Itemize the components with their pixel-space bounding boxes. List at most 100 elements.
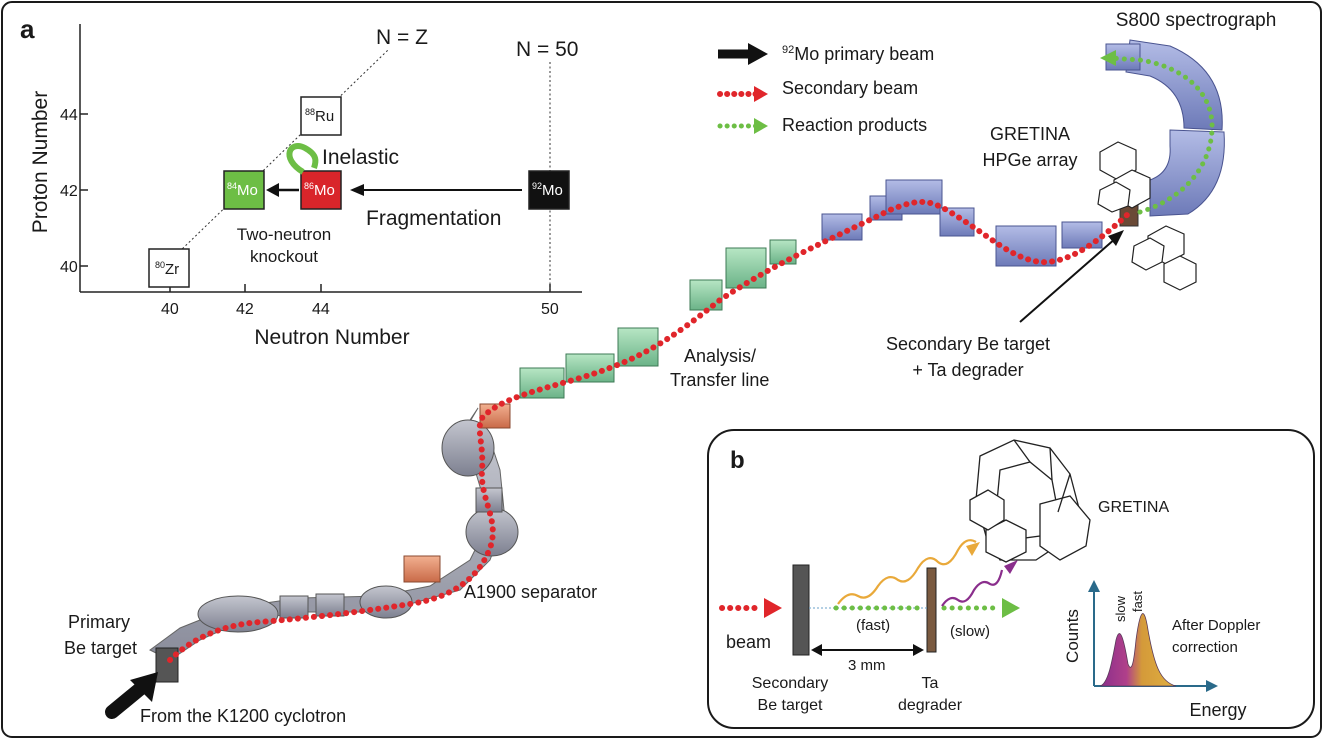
secondary-be-target: [792, 564, 810, 656]
distance-arrowhead-left: [811, 644, 822, 656]
y-tick-label-40: 40: [60, 259, 78, 276]
secondary-target-label-line1: Secondary Be target: [886, 334, 1050, 354]
dipole-magnet: [359, 585, 413, 619]
n-equals-50-label: N = 50: [516, 38, 578, 61]
doppler-note-line2: correction: [1172, 639, 1238, 656]
svg-text:86Mo: 86Mo: [304, 181, 335, 199]
primary-target-label-line1: Primary: [68, 612, 130, 632]
svg-text:92Mo: 92Mo: [532, 181, 563, 199]
gamma-ray-fast: [837, 539, 977, 605]
nucleus-zr80: 80Zr: [148, 248, 190, 288]
reaction-products-arrowhead: [1100, 50, 1116, 66]
y-tick-label-42: 42: [60, 183, 78, 200]
magnet-green: [565, 353, 615, 383]
beam-legend: 92Mo primary beam Secondary beam Reactio…: [717, 43, 934, 135]
x-tick-label-40: 40: [161, 301, 179, 318]
mass-number: 88: [305, 107, 315, 117]
inelastic-label: Inelastic: [322, 146, 399, 169]
primary-target-label-line2: Be target: [64, 638, 137, 658]
knockout-label-line2: knockout: [250, 247, 318, 266]
y-axis-title: Proton Number: [29, 91, 52, 233]
incoming-beam-arrowhead: [764, 598, 782, 618]
panel-b-label: b: [730, 447, 745, 474]
fragmentation-arrow: [350, 184, 522, 196]
magnet-blue: [885, 179, 943, 215]
fast-label: (fast): [856, 617, 890, 634]
gamma-ray-slow: [941, 569, 1004, 607]
target-pointer-arrow: [1019, 230, 1124, 323]
slow-label: (slow): [950, 623, 990, 640]
mass-number: 86: [304, 181, 314, 191]
element-symbol: Mo: [542, 182, 563, 199]
legend-secondary-beam-label: Secondary beam: [782, 78, 918, 98]
secondary-target-label-line2: + Ta degrader: [912, 360, 1023, 380]
peak-fast-label: fast: [1130, 591, 1145, 612]
gretina-cluster: [1097, 141, 1197, 291]
nucleus-mo92: 92Mo: [528, 170, 570, 210]
gretina-detector-drawing: [969, 439, 1091, 563]
panel-b: b GRETINA beam (fast) (slow): [707, 429, 1315, 729]
s800-label: S800 spectrograph: [1116, 10, 1277, 31]
primary-beam-arrow: [105, 672, 158, 719]
distance-arrowhead-right: [913, 644, 924, 656]
element-symbol: Mo: [314, 182, 335, 199]
knockout-arrow: [266, 183, 299, 197]
legend-reaction-products-label: Reaction products: [782, 115, 927, 135]
nucleus-mo84: 84Mo: [223, 170, 265, 210]
magnet-blue: [1061, 221, 1103, 249]
svg-text:80Zr: 80Zr: [155, 260, 179, 278]
distance-label: 3 mm: [848, 657, 886, 674]
analysis-line-label-line2: Transfer line: [670, 370, 769, 390]
legend-primary-beam-label: 92Mo primary beam: [782, 44, 934, 64]
mass-number: 84: [227, 181, 237, 191]
element-symbol: Zr: [165, 261, 179, 278]
reaction-products-path: [1107, 55, 1215, 215]
element-symbol: Ru: [315, 108, 334, 125]
secondary-beam-path: [167, 198, 1131, 663]
fragmentation-label: Fragmentation: [366, 207, 501, 230]
knockout-label-line1: Two-neutron: [237, 225, 332, 244]
nucleus-mo86: 86Mo: [300, 170, 342, 210]
legend-primary-beam-marker: [718, 43, 768, 65]
gamma-ray-slow-arrowhead: [1004, 560, 1018, 574]
x-axis-title: Neutron Number: [254, 326, 409, 349]
svg-text:88Ru: 88Ru: [305, 107, 334, 125]
primary-target-block: [155, 647, 179, 683]
a1900-label: A1900 separator: [464, 582, 597, 602]
mass-number: 92: [532, 181, 542, 191]
spectrum-x-label: Energy: [1189, 700, 1246, 720]
element-symbol: Mo: [237, 182, 258, 199]
spectrum-x-axis-arrowhead: [1206, 680, 1218, 692]
dipole-magnet: [197, 595, 279, 633]
panel-b-frame: [707, 429, 1315, 729]
gretina-label-line2: HPGe array: [982, 150, 1077, 170]
spectrum-y-label: Counts: [1063, 609, 1082, 663]
n-equals-z-label: N = Z: [376, 26, 428, 49]
peak-slow-label: slow: [1113, 595, 1128, 622]
panel-b-degrader-label-line1: Ta: [922, 675, 939, 692]
panel-a-label: a: [20, 14, 35, 44]
x-tick-label-50: 50: [541, 301, 559, 318]
nuclide-chart: 44 42 40 40 42 44 50 Proton Number Neutr…: [29, 24, 582, 349]
spectrum-peaks: [1099, 613, 1177, 687]
legend-reaction-products-marker: [717, 118, 768, 134]
s800-dipole-lower: [1149, 129, 1225, 217]
gamma-ray-fast-arrowhead: [966, 542, 980, 556]
slow-products-arrowhead: [1002, 598, 1020, 618]
x-tick-label-44: 44: [312, 301, 330, 318]
doppler-note-line1: After Doppler: [1172, 617, 1260, 634]
magnet-green: [689, 279, 723, 311]
quadrupole: [279, 595, 309, 619]
gretina-label-line1: GRETINA: [990, 124, 1070, 144]
y-tick-label-44: 44: [60, 107, 78, 124]
panel-b-gretina-label: GRETINA: [1098, 499, 1169, 516]
nucleus-ru88: 88Ru: [300, 96, 342, 136]
cyclotron-label: From the K1200 cyclotron: [140, 706, 346, 726]
beam-label: beam: [726, 632, 771, 652]
mass-number: 80: [155, 260, 165, 270]
panel-b-target-label-line1: Secondary: [752, 675, 829, 692]
analysis-line-label-line1: Analysis/: [684, 346, 756, 366]
spectrum-y-axis-arrowhead: [1088, 580, 1100, 592]
legend-secondary-beam-marker: [717, 86, 768, 102]
